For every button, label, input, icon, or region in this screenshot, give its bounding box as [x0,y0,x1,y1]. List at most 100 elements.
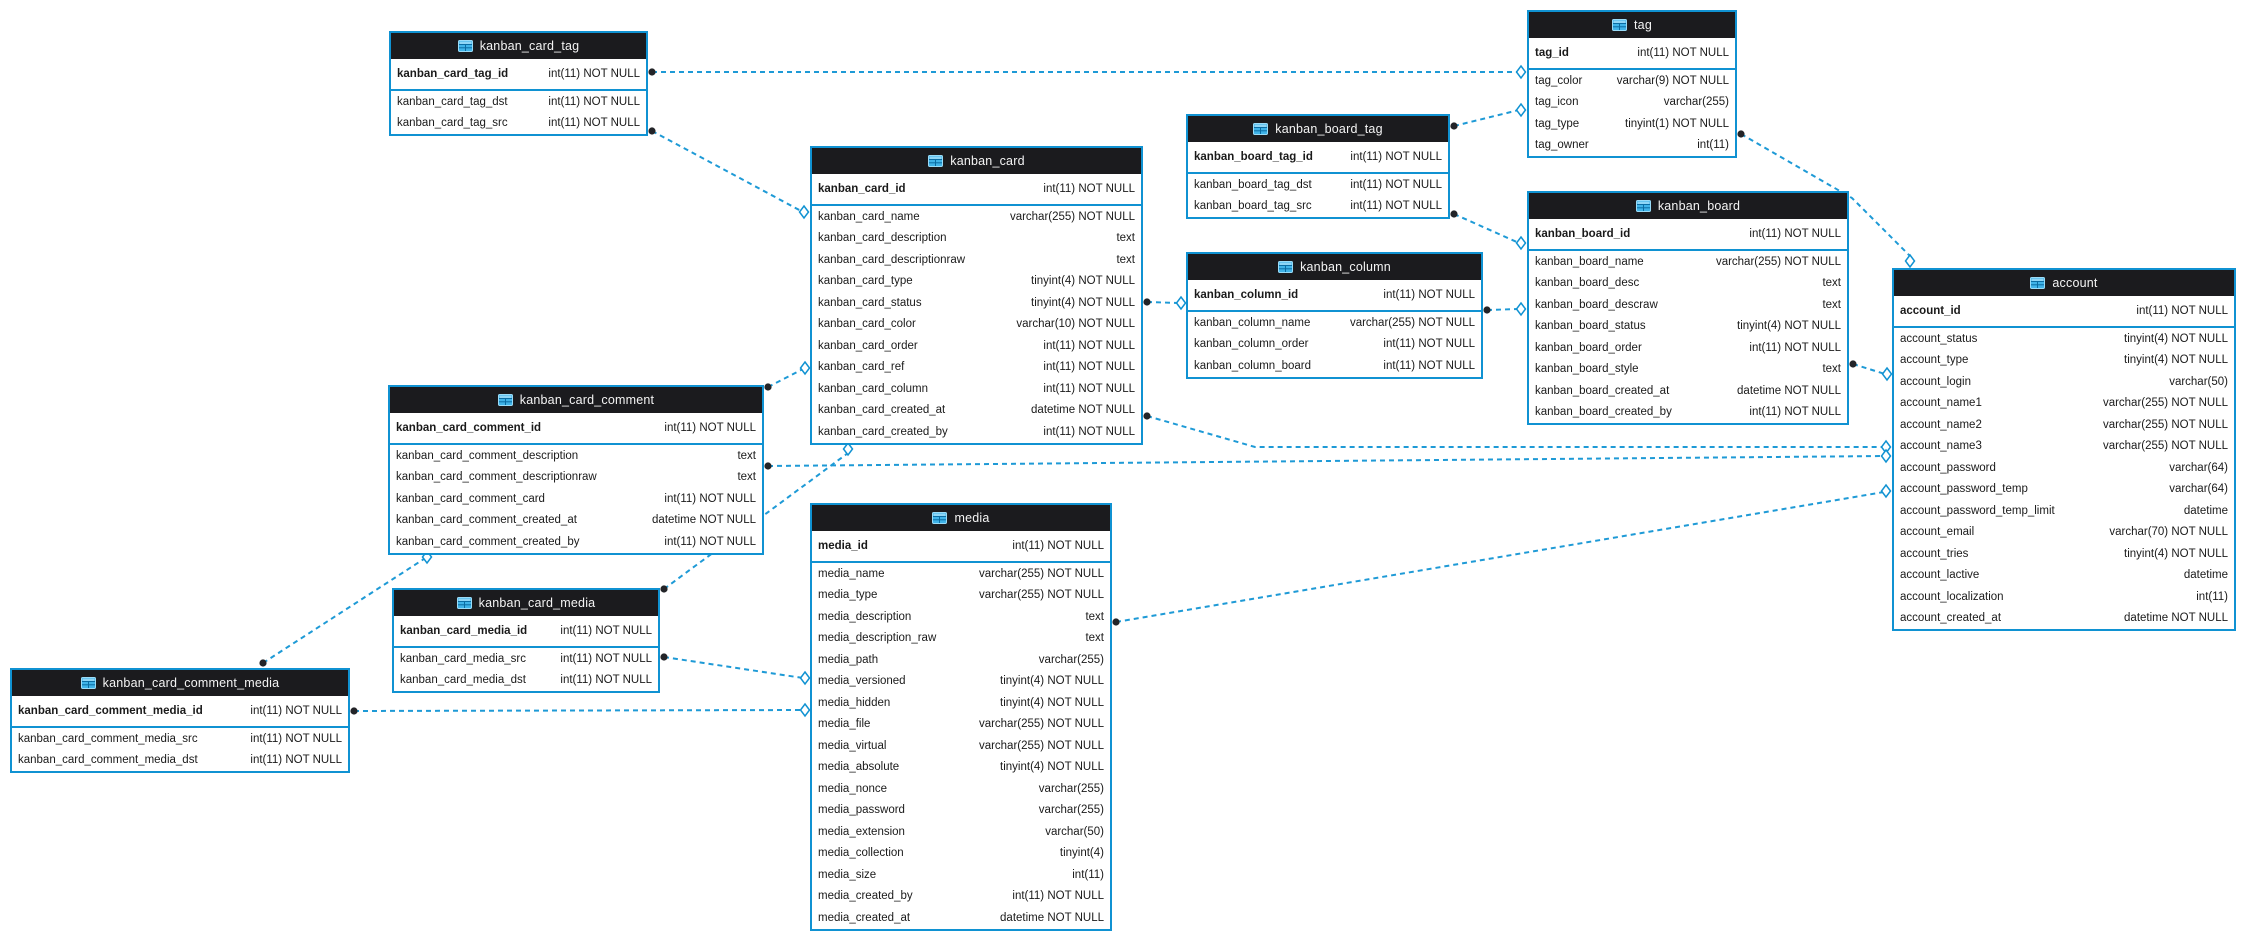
relationship-kanban_board-account[interactable] [1852,363,1886,375]
relationship-kanban_card_comment-account[interactable] [767,455,1885,467]
table-header[interactable]: kanban_card_comment_media [12,670,348,696]
table-header[interactable]: media [812,505,1110,531]
table-header[interactable]: kanban_board [1529,193,1847,219]
table-header[interactable]: kanban_card_tag [391,33,646,59]
relationship-media-account[interactable] [1115,491,1885,623]
relationship-kanban_card_comment-kanban_card[interactable] [767,368,804,388]
table-header[interactable]: kanban_column [1188,254,1481,280]
relationship-kanban_card_media-media[interactable] [663,656,804,679]
table-header[interactable]: kanban_card [812,148,1141,174]
table-header[interactable]: account [1894,270,2234,296]
table-header[interactable]: kanban_card_media [394,590,658,616]
relationship-kanban_card_tag-kanban_card[interactable] [651,130,804,213]
table-kanban_card_comment_media[interactable]: kanban_card_comment_media kanban_card_com… [10,668,350,773]
relationship-kanban_board_tag-tag[interactable] [1453,109,1520,127]
relationship-kanban_board_tag-kanban_board[interactable] [1453,213,1520,244]
relationship-kanban_card-account[interactable] [1146,415,1884,448]
table-header[interactable]: kanban_card_comment [390,387,762,413]
table-header[interactable]: kanban_board_tag [1188,116,1448,142]
table-header[interactable]: tag [1529,12,1735,38]
relationship-tag-account[interactable] [1740,133,1911,257]
relationship-kanban_card_comment_media-kanban_card_comment[interactable] [262,556,428,664]
